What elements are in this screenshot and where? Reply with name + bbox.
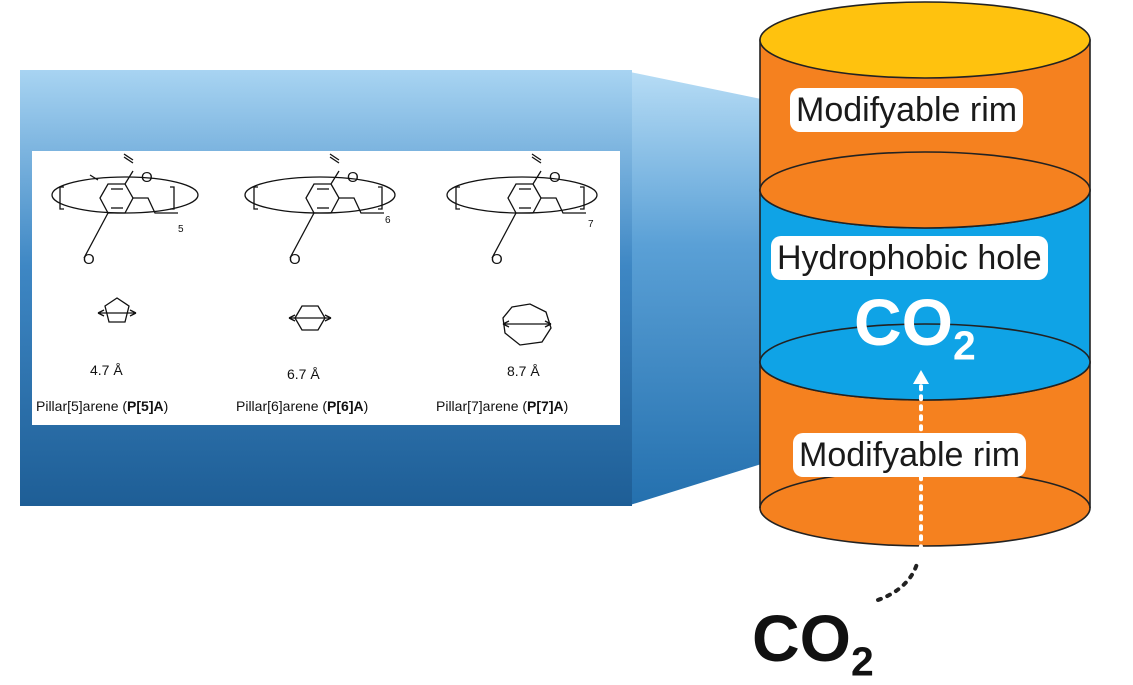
repeat-sub-1: 5 [178,224,184,235]
atom-o-3: O [549,169,561,186]
cylinder-upper-ring [759,151,1091,229]
bottom-rim-label: Modifyable rim [793,433,1027,477]
distance-label-p7a: 8.7 Å [507,363,540,379]
panel-wedge [630,72,790,505]
repeat-sub-3: 7 [588,219,594,230]
structure-p7a [446,153,598,346]
hydrophobic-hole-label: Hydrophobic hole [771,236,1048,280]
caption-p6a: Pillar[6]arene (P[6]A) [236,398,369,414]
cylinder-top-cap [759,1,1091,79]
structures-box [32,151,620,425]
outer-co2-label: CO2 [752,601,874,685]
caption-p5a: Pillar[5]arene (P[5]A) [36,398,169,414]
distance-label-p5a: 4.7 Å [90,362,123,378]
top-rim-label: Modifyable rim [790,88,1024,132]
structure-p5a [51,153,199,323]
repeat-sub-2: 6 [385,215,391,226]
caption-p7a: Pillar[7]arene (P[7]A) [436,398,569,414]
distance-label-p6a: 6.7 Å [287,366,320,382]
cylinder-lower-ring [759,323,1091,401]
atom-o-2b: O [289,251,301,268]
co2-entry-path-outside [876,558,920,602]
inner-co2-label: CO2 [854,285,976,369]
atom-o-1b: O [83,251,95,268]
structure-p6a [244,153,396,331]
atom-o-3b: O [491,251,503,268]
atom-o-2: O [347,169,359,186]
arrow-head-icon [913,370,929,384]
atom-o-1: O [141,169,153,186]
